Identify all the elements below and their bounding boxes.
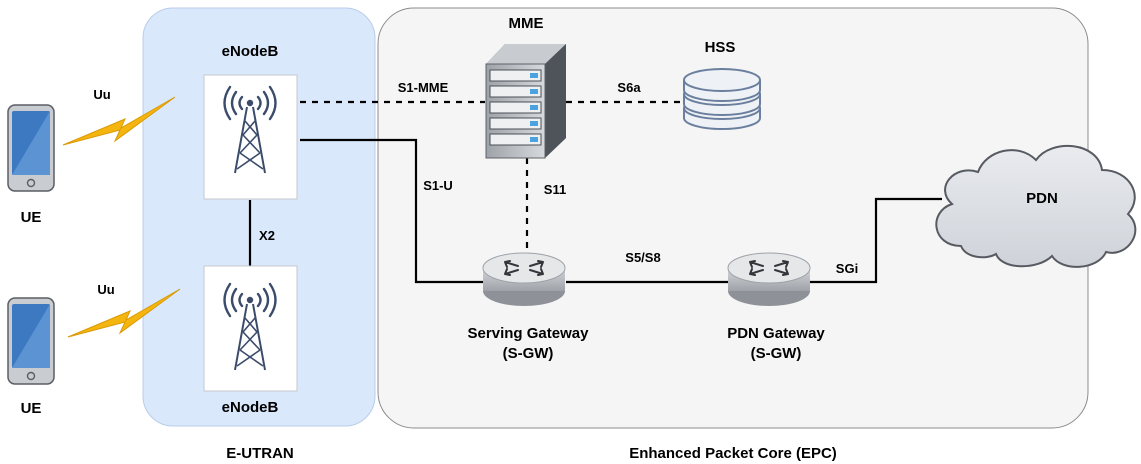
s5-s8-label: S5/S8 bbox=[625, 250, 660, 265]
router-icon bbox=[727, 252, 811, 307]
server-rack-icon bbox=[485, 44, 566, 159]
sgw-label-line1: Serving Gateway bbox=[468, 325, 590, 342]
enodeb-bottom-label: eNodeB bbox=[222, 399, 279, 416]
router-icon bbox=[482, 252, 566, 307]
x2-label: X2 bbox=[259, 228, 275, 243]
smartphone-icon bbox=[7, 297, 55, 385]
enodeb-top-box bbox=[203, 74, 298, 200]
database-icon bbox=[683, 68, 761, 130]
s1-u-label: S1-U bbox=[423, 178, 453, 193]
pgw-label-line1: PDN Gateway bbox=[727, 325, 825, 342]
s1-u-link bbox=[300, 138, 483, 284]
eutran-region bbox=[142, 7, 376, 427]
sgi-link bbox=[810, 197, 942, 284]
epc-region-label: Enhanced Packet Core (EPC) bbox=[629, 445, 837, 462]
mme-label: MME bbox=[509, 15, 544, 32]
sgw-label-line2: (S-GW) bbox=[503, 345, 554, 362]
eutran-region-label: E-UTRAN bbox=[226, 445, 294, 462]
s6a-label: S6a bbox=[617, 80, 641, 95]
ue-top-label: UE bbox=[21, 209, 42, 226]
cloud-icon bbox=[935, 144, 1137, 268]
smartphone-icon bbox=[7, 104, 55, 192]
pdn-label: PDN bbox=[1026, 190, 1058, 207]
enodeb-bottom-box bbox=[203, 265, 298, 392]
s1-mme-label: S1-MME bbox=[398, 80, 449, 95]
pgw-label-line2: (S-GW) bbox=[751, 345, 802, 362]
s11-label: S11 bbox=[544, 182, 566, 197]
enodeb-top-label: eNodeB bbox=[222, 43, 279, 60]
hss-label: HSS bbox=[705, 39, 736, 56]
uu-top-label: Uu bbox=[93, 87, 110, 102]
sgi-label: SGi bbox=[836, 261, 858, 276]
uu-bottom-label: Uu bbox=[97, 282, 114, 297]
ue-bottom-label: UE bbox=[21, 400, 42, 417]
